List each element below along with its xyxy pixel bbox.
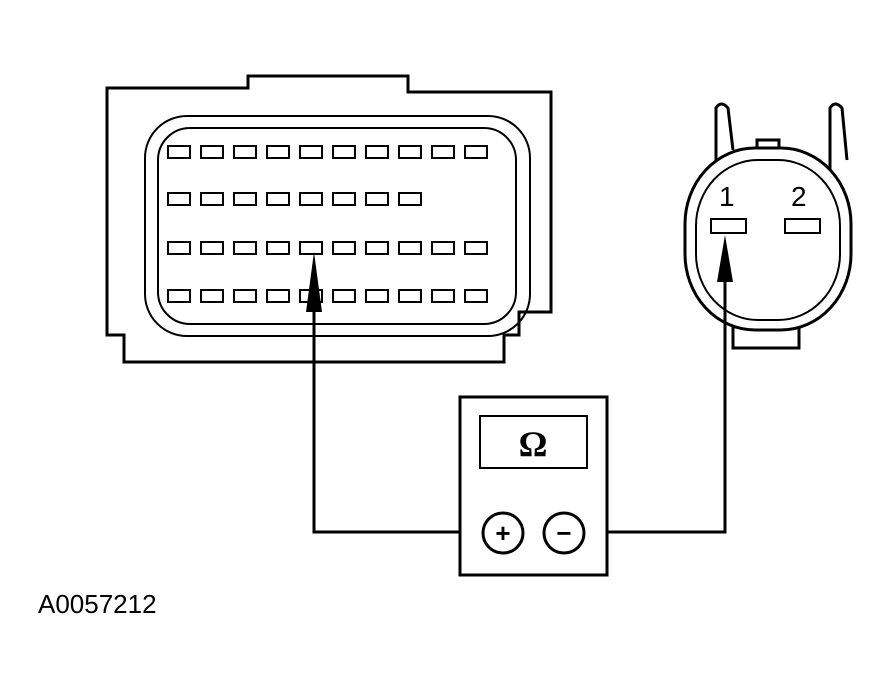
harness-pin-cavity xyxy=(398,289,422,303)
harness-pin-cavity xyxy=(266,192,290,206)
figure-id: A0057212 xyxy=(38,589,157,619)
positive-terminal-label: + xyxy=(495,518,510,548)
positive-terminal xyxy=(481,511,525,555)
harness-pin-cavity xyxy=(464,289,488,303)
negative-probe-tip xyxy=(717,235,733,282)
harness-pin-cavity xyxy=(266,289,290,303)
test-leads xyxy=(306,235,733,534)
harness-pin-cavity xyxy=(233,145,257,159)
sensor-connector-right-latch xyxy=(828,102,849,182)
harness-connector-outer-shroud xyxy=(144,115,531,337)
sensor-pin-1 xyxy=(710,218,747,234)
harness-connector-housing xyxy=(105,74,553,364)
harness-pin-cavity xyxy=(398,145,422,159)
harness-pin-cavity xyxy=(233,289,257,303)
harness-pin-cavity xyxy=(167,192,191,206)
harness-pin-cavity xyxy=(299,192,323,206)
sensor-connector-body xyxy=(683,146,853,332)
sensor-connector-left-latch xyxy=(714,102,735,182)
harness-pin-cavity xyxy=(332,145,356,159)
harness-pin-cavity xyxy=(464,145,488,159)
harness-pin-cavity xyxy=(398,241,422,255)
ohmmeter: Ω + − xyxy=(458,395,609,577)
negative-test-lead xyxy=(587,282,727,534)
harness-pin-cavity xyxy=(299,241,323,255)
sensor-pin-1-label: 1 xyxy=(719,181,735,212)
harness-pin-grid xyxy=(167,145,488,303)
sensor-pin-2 xyxy=(784,218,821,234)
harness-pin-cavity xyxy=(233,192,257,206)
harness-pin-cavity xyxy=(299,145,323,159)
harness-pin-cavity xyxy=(332,192,356,206)
sensor-connector: 1 2 xyxy=(683,102,853,350)
harness-pin-cavity xyxy=(431,289,455,303)
harness-connector-inner-shroud xyxy=(157,127,517,325)
harness-pin-cavity xyxy=(200,241,224,255)
harness-pin-cavity xyxy=(332,289,356,303)
positive-test-lead xyxy=(312,312,480,534)
harness-pin-cavity xyxy=(266,145,290,159)
harness-pin-cavity xyxy=(233,241,257,255)
harness-pin-cavity xyxy=(398,192,422,206)
harness-pin-cavity xyxy=(365,192,389,206)
ohm-symbol: Ω xyxy=(519,424,548,464)
harness-pin-cavity xyxy=(167,289,191,303)
harness-pin-cavity xyxy=(365,289,389,303)
negative-terminal-label: − xyxy=(556,518,571,548)
harness-pin-cavity xyxy=(200,289,224,303)
sensor-pin-2-label: 2 xyxy=(791,181,807,212)
harness-pin-cavity xyxy=(332,241,356,255)
negative-terminal xyxy=(542,511,586,555)
harness-pin-cavity xyxy=(365,241,389,255)
harness-pin-cavity xyxy=(200,192,224,206)
ohmmeter-body xyxy=(458,395,609,577)
sensor-connector-face xyxy=(695,159,841,321)
harness-pin-cavity xyxy=(464,241,488,255)
harness-connector xyxy=(105,74,553,364)
harness-pin-cavity xyxy=(167,241,191,255)
harness-pin-cavity xyxy=(365,145,389,159)
harness-pin-cavity xyxy=(266,241,290,255)
ohmmeter-display xyxy=(479,415,588,469)
harness-pin-cavity xyxy=(431,241,455,255)
positive-probe-tip xyxy=(306,252,322,312)
harness-pin-cavity xyxy=(167,145,191,159)
harness-pin-cavity xyxy=(200,145,224,159)
harness-pin-cavity xyxy=(431,145,455,159)
